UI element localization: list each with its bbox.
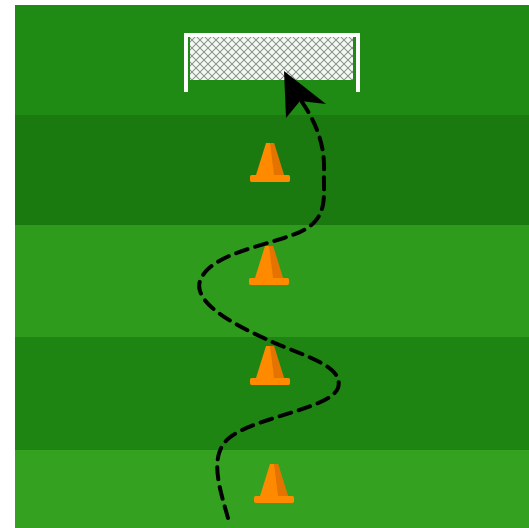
goal-net: [190, 37, 353, 80]
cone-base: [250, 378, 290, 385]
cone-base: [254, 496, 294, 503]
cone-base: [249, 278, 289, 285]
cone-base: [250, 175, 290, 182]
